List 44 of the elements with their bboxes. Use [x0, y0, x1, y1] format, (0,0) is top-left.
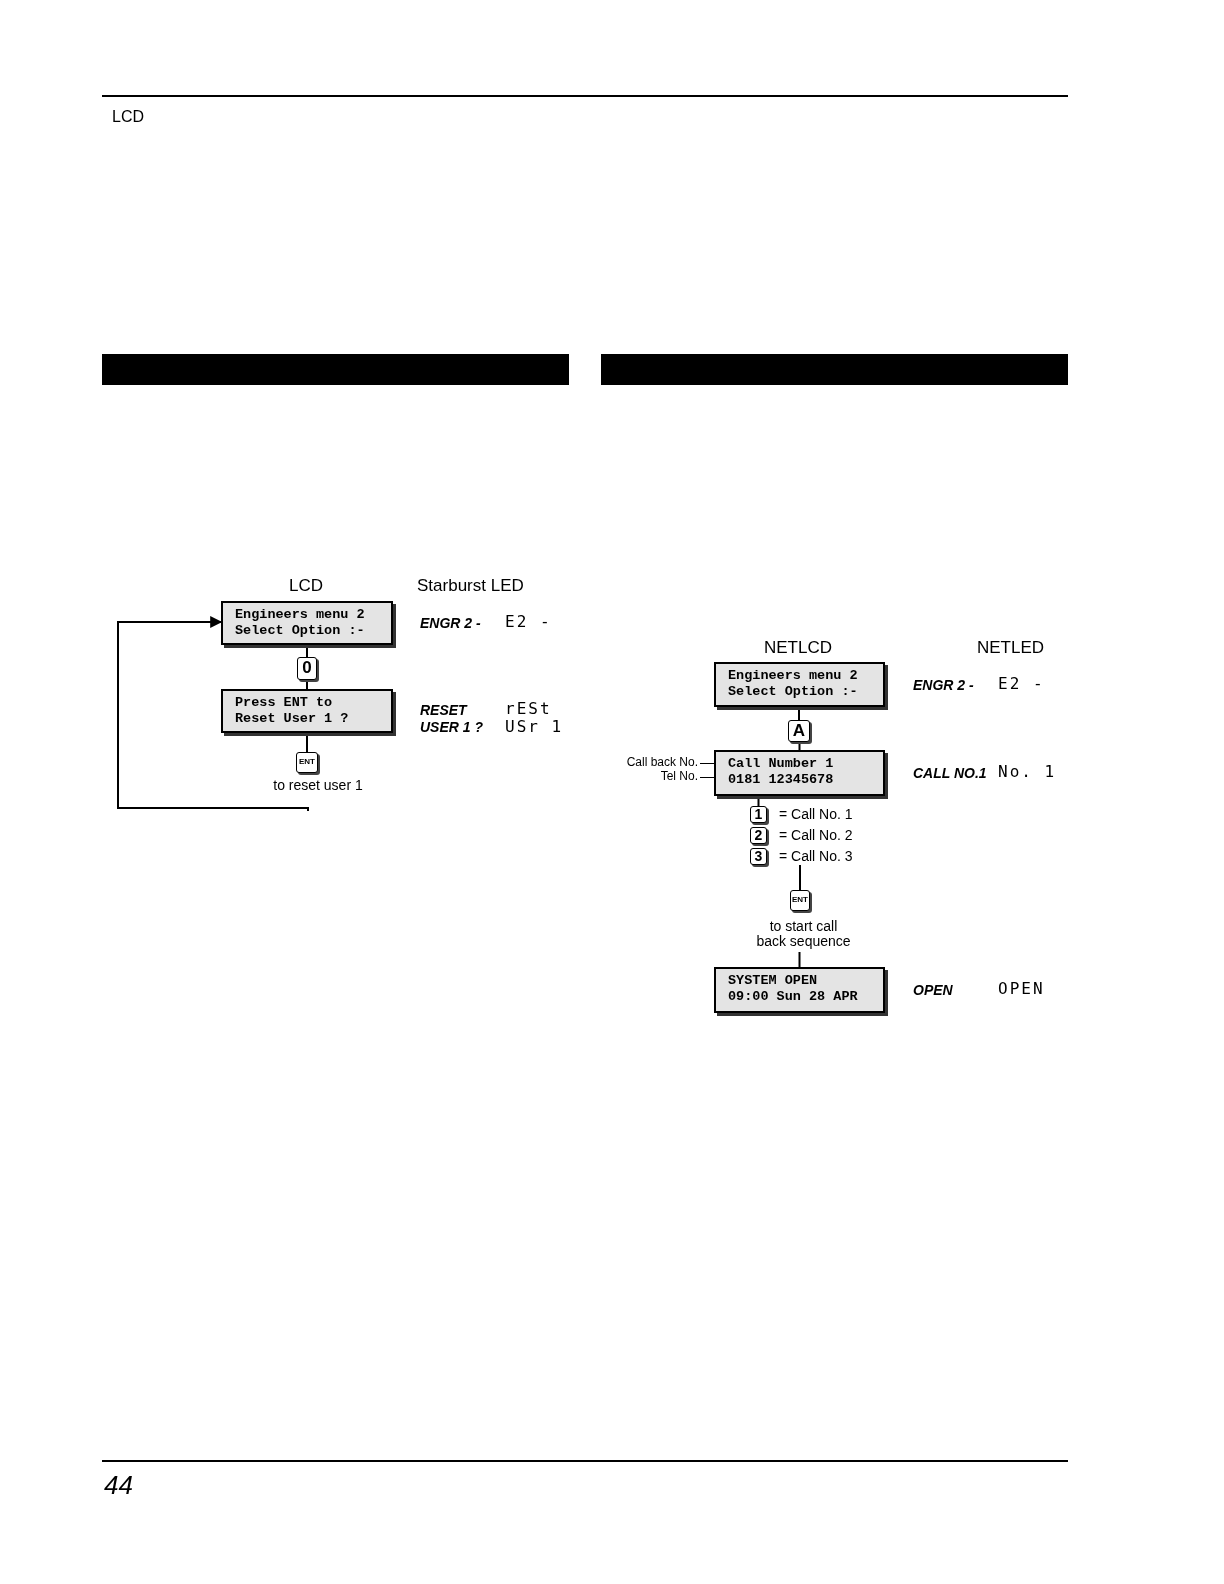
- keypad-key: 1: [750, 806, 767, 823]
- connector-line: [799, 864, 801, 891]
- column-heading: NETLCD: [764, 639, 832, 656]
- display-text: ENGR 2 -: [420, 616, 481, 630]
- lcd-display: Call Number 1 0181 12345678: [714, 750, 885, 796]
- led-display-text: USr 1: [505, 719, 564, 735]
- heading-bar: [102, 354, 569, 385]
- keypad-key: 0: [297, 657, 317, 680]
- keypad-key: 2: [750, 827, 767, 844]
- key-caption: = Call No. 1: [779, 807, 853, 822]
- keypad-key: 3: [750, 848, 767, 865]
- led-display-text: rESt: [505, 701, 552, 717]
- key-caption: = Call No. 2: [779, 828, 853, 843]
- lcd-display: Engineers menu 2 Select Option :-: [221, 601, 393, 645]
- section-heading: LCD: [112, 109, 144, 125]
- lcd-display: Press ENT to Reset User 1 ?: [221, 689, 393, 733]
- leader-line: [699, 763, 715, 764]
- keypad-key: ENT: [296, 752, 318, 773]
- display-text: ENGR 2 -: [913, 678, 974, 692]
- callout-text: Call back No.: [610, 756, 698, 769]
- column-heading: Starburst LED: [417, 577, 524, 594]
- key-caption: to start call back sequence: [756, 919, 851, 949]
- key-caption: = Call No. 3: [779, 849, 853, 864]
- arrow: [117, 616, 309, 812]
- callout-text: Tel No.: [630, 770, 698, 783]
- keypad-key: ENT: [790, 890, 810, 911]
- display-text: RESET: [420, 703, 467, 717]
- display-text: CALL NO.1: [913, 766, 987, 780]
- page-number: 44: [104, 1472, 133, 1498]
- lcd-display: Engineers menu 2 Select Option :-: [714, 662, 885, 707]
- key-caption: to reset user 1: [272, 778, 364, 793]
- leader-line: [699, 777, 715, 778]
- column-heading: NETLED: [977, 639, 1045, 656]
- led-display-text: E2 -: [505, 614, 552, 630]
- led-display-text: E2 -: [998, 676, 1045, 692]
- keypad-key: A: [788, 720, 810, 742]
- display-text: USER 1 ?: [420, 720, 483, 734]
- column-heading: LCD: [289, 577, 323, 594]
- display-text: OPEN: [913, 983, 953, 997]
- lcd-display: SYSTEM OPEN 09:00 Sun 28 APR: [714, 967, 885, 1013]
- led-display-text: No. 1: [998, 764, 1057, 780]
- connector-line: [798, 951, 801, 968]
- led-display-text: OPEN: [998, 981, 1045, 997]
- heading-bar: [601, 354, 1068, 385]
